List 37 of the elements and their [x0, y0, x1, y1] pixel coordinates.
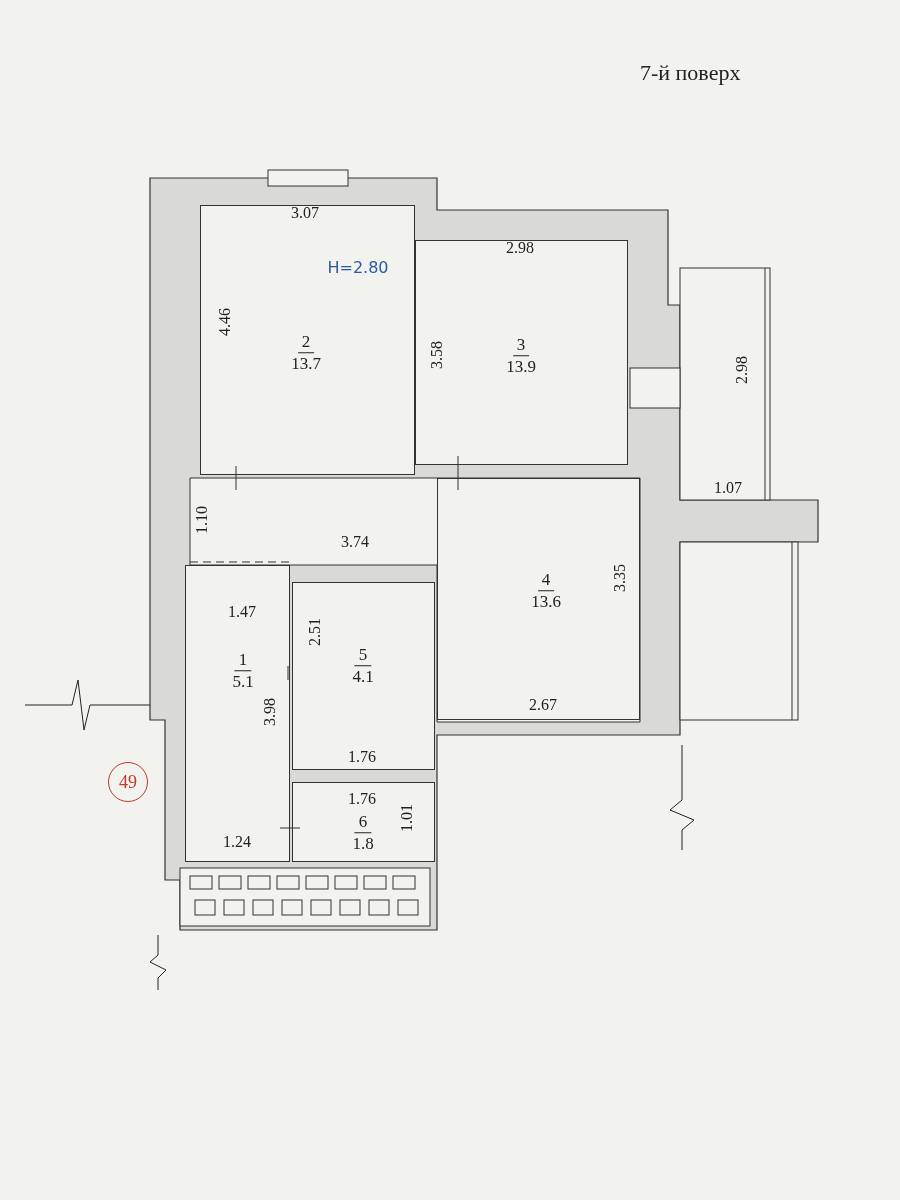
dimension-label: 2.98 — [732, 356, 751, 384]
dimension-label: 1.76 — [348, 747, 376, 767]
dimension-label: 3.35 — [610, 564, 629, 592]
room-outline — [200, 205, 415, 475]
room-outline — [292, 582, 435, 770]
room-number: 5 — [354, 644, 372, 667]
dimension-label: 1.10 — [192, 506, 211, 534]
dimension-label: 3.98 — [260, 698, 279, 726]
dimension-label: 1.24 — [223, 832, 251, 852]
room-area: 13.6 — [527, 591, 565, 613]
room-outline — [292, 782, 435, 862]
dimension-label: 3.74 — [341, 532, 369, 552]
dimension-label: 2.98 — [506, 238, 534, 258]
room-number: 3 — [512, 334, 530, 357]
dimension-label: 2.67 — [529, 695, 557, 715]
room-number: 2 — [297, 331, 315, 354]
room-area: 4.1 — [348, 666, 378, 688]
room-number: 4 — [537, 569, 555, 592]
room-number: 6 — [354, 811, 372, 834]
room-outline — [185, 565, 290, 862]
dimension-label: 1.07 — [714, 478, 742, 498]
floor-title: 7-й поверх — [640, 59, 741, 87]
dimension-label: 1.47 — [228, 602, 256, 622]
room-outline — [437, 478, 640, 720]
room-number: 1 — [234, 649, 252, 672]
dimension-label: 3.58 — [427, 341, 446, 369]
dimension-label: 2.51 — [305, 618, 324, 646]
room-area: 13.7 — [287, 353, 325, 375]
room-area: 13.9 — [502, 356, 540, 378]
room-area: 5.1 — [228, 671, 258, 693]
room-outline — [415, 240, 628, 465]
dimension-label: 1.01 — [397, 804, 416, 832]
room-area: 1.8 — [348, 833, 378, 855]
dimension-label: 4.46 — [215, 308, 234, 336]
dimension-label: 3.07 — [291, 203, 319, 223]
dimension-label: 1.76 — [348, 789, 376, 809]
ceiling-height-label: H=2.80 — [327, 257, 389, 279]
